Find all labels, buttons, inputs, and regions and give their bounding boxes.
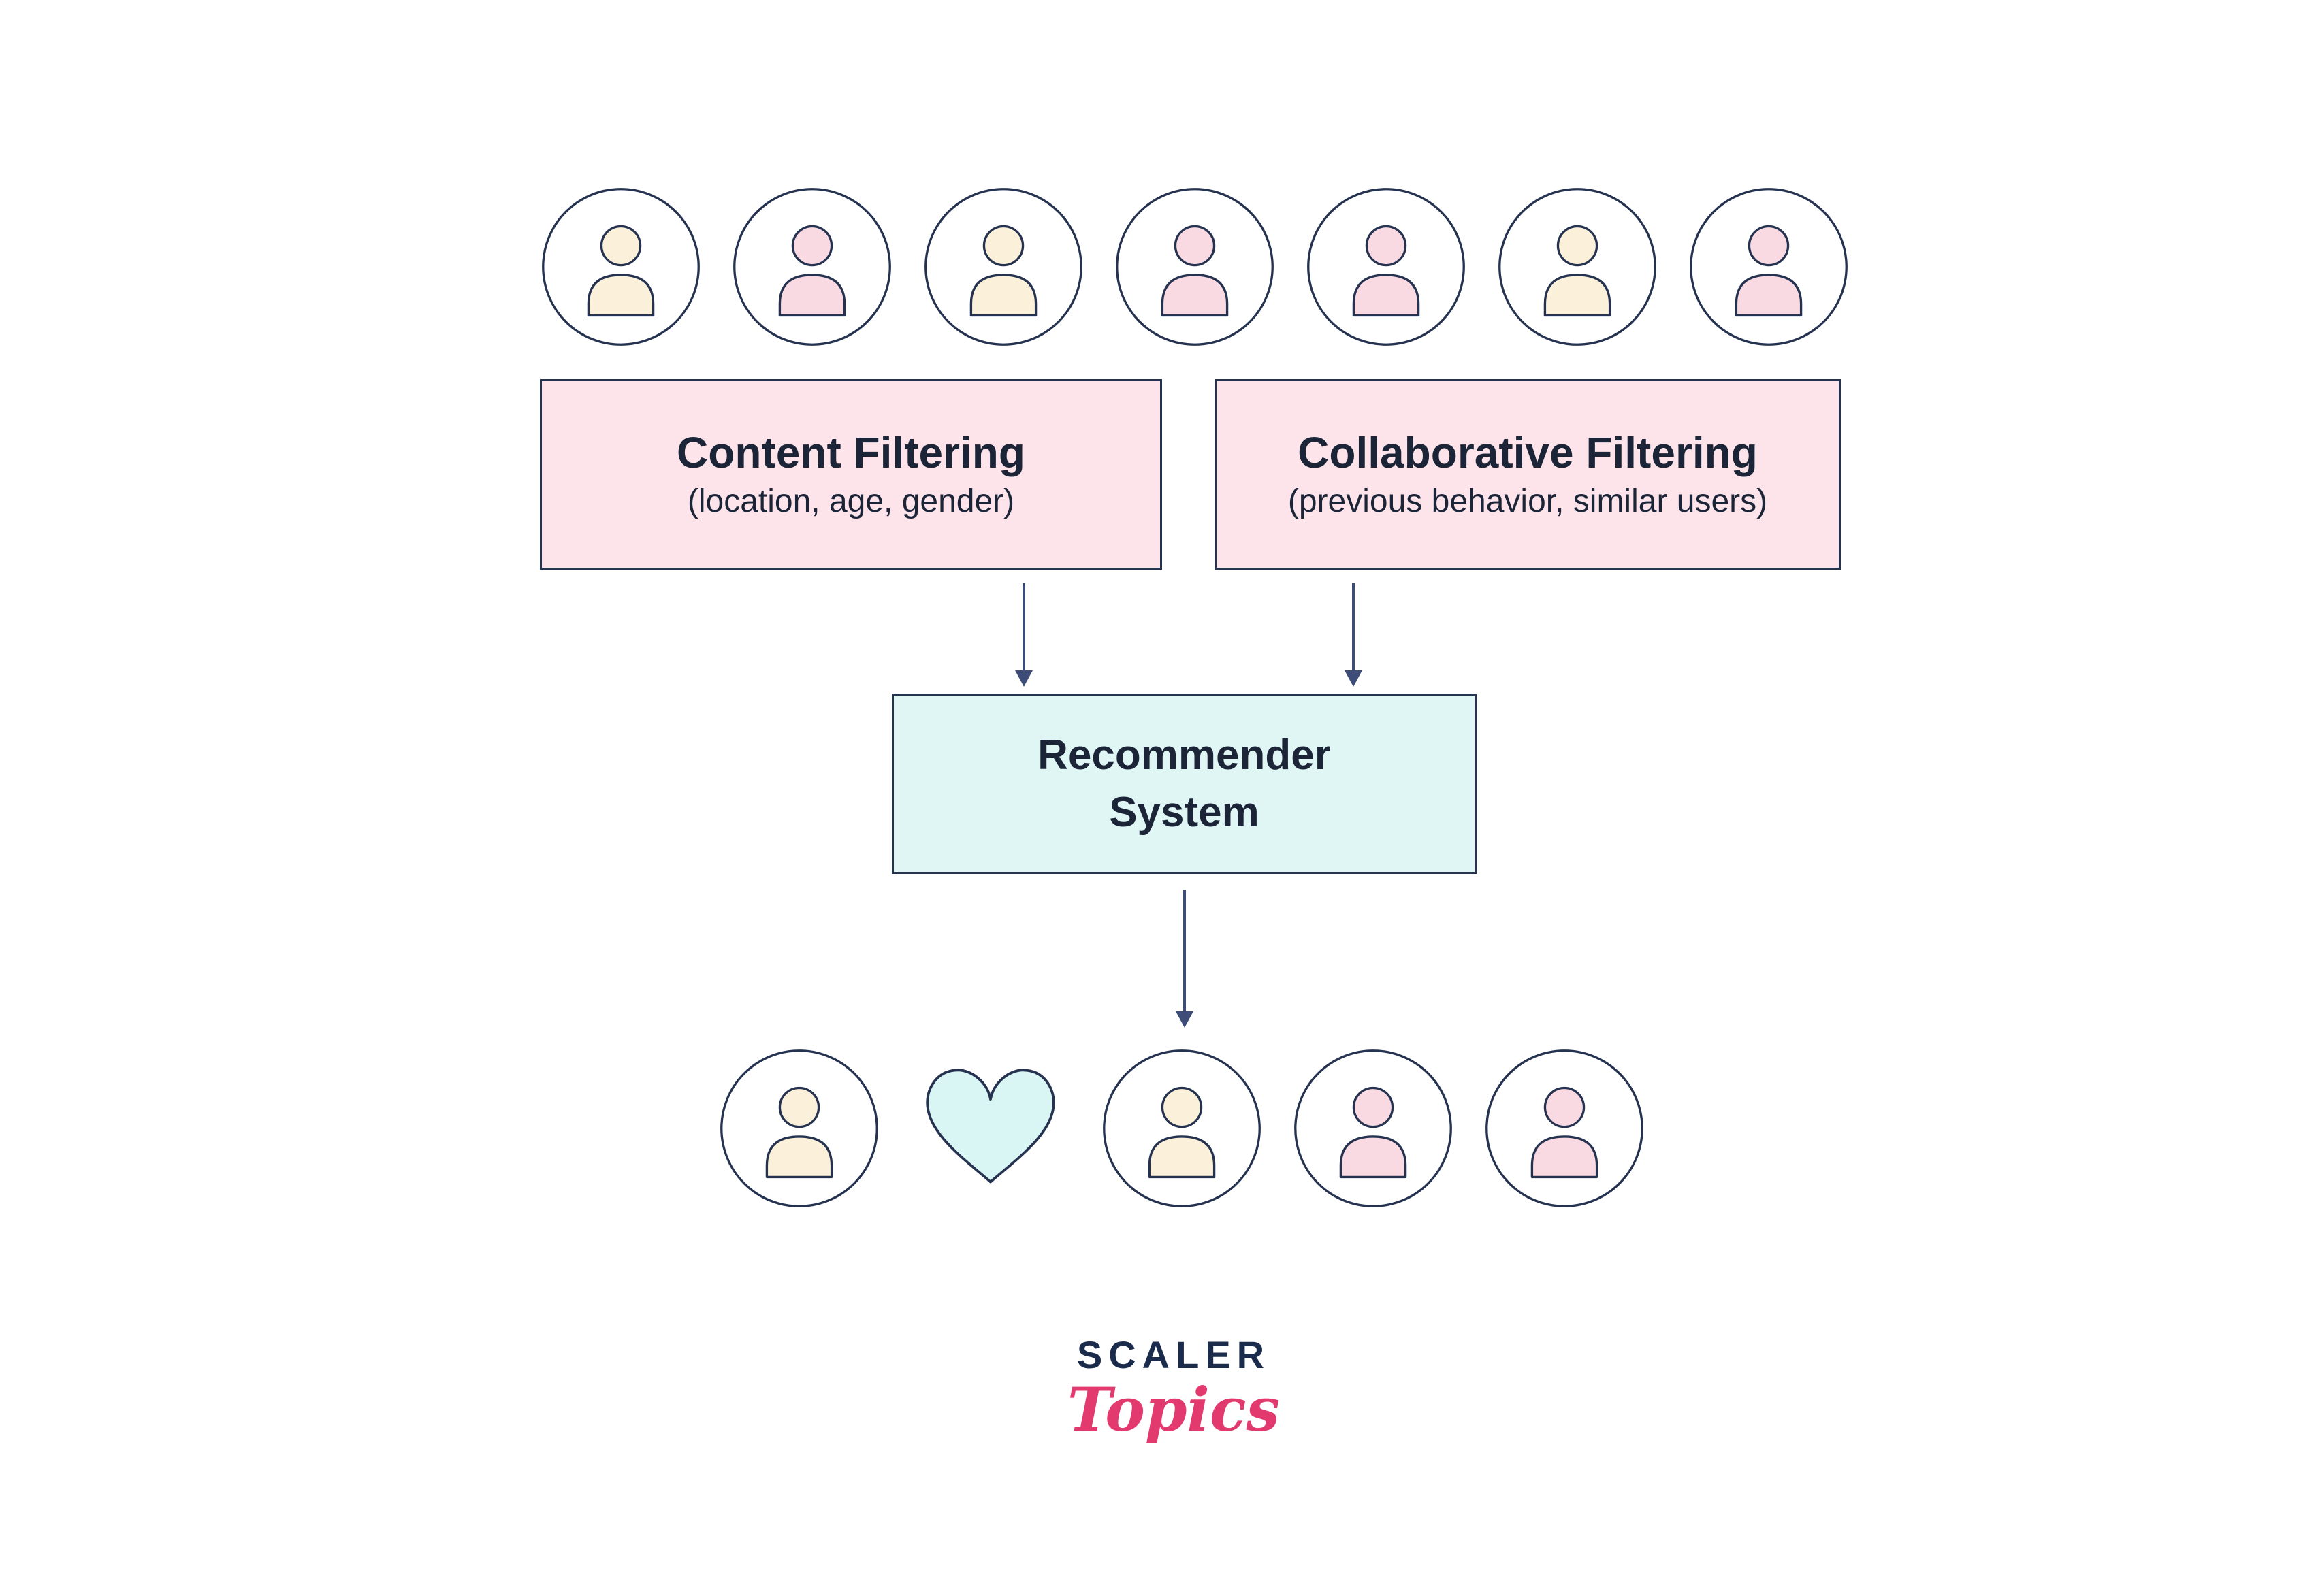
scaler-topics-logo: SCALER Topics xyxy=(969,1333,1378,1441)
collaborative-filtering-box: Collaborative Filtering (previous behavi… xyxy=(1215,379,1841,570)
heart-graphic xyxy=(926,1069,1055,1184)
top-users-row xyxy=(540,186,1850,348)
recommender-system-box: Recommender System xyxy=(892,694,1477,874)
user-avatar-graphic xyxy=(720,1049,878,1207)
content-filtering-subtitle: (location, age, gender) xyxy=(687,483,1015,519)
user-avatar-graphic xyxy=(1690,188,1848,346)
user-icon xyxy=(540,186,702,348)
user-icon xyxy=(1496,186,1658,348)
scaler-wordmark: SCALER xyxy=(1076,1333,1271,1376)
user-avatar-graphic xyxy=(1294,1049,1452,1207)
user-icon xyxy=(1101,1047,1263,1209)
user-avatar-graphic xyxy=(542,188,700,346)
collaborative-filtering-title: Collaborative Filtering xyxy=(1298,428,1758,478)
user-avatar-graphic xyxy=(1103,1049,1261,1207)
user-icon xyxy=(1483,1047,1645,1209)
user-icon xyxy=(1305,186,1467,348)
user-icon xyxy=(731,186,893,348)
user-icon xyxy=(1114,186,1276,348)
user-avatar-graphic xyxy=(1485,1049,1643,1207)
collaborative-filtering-subtitle: (previous behavior, similar users) xyxy=(1287,483,1768,519)
user-icon xyxy=(1292,1047,1454,1209)
user-avatar-graphic xyxy=(924,188,1082,346)
user-icon xyxy=(1688,186,1850,348)
user-avatar-graphic xyxy=(733,188,891,346)
user-icon xyxy=(718,1047,880,1209)
topics-wordmark: Topics xyxy=(1067,1374,1281,1445)
user-avatar-graphic xyxy=(1498,188,1656,346)
recommender-system-title-line2: System xyxy=(1109,788,1259,836)
heart-icon xyxy=(910,1047,1072,1209)
user-avatar-graphic xyxy=(1116,188,1274,346)
arrow-content-to-recommender xyxy=(1023,583,1025,670)
content-filtering-title: Content Filtering xyxy=(677,428,1025,478)
arrow-recommender-to-users xyxy=(1183,890,1186,1011)
arrow-collaborative-to-recommender xyxy=(1352,583,1355,670)
recommended-users-row xyxy=(718,1047,1645,1209)
user-icon xyxy=(922,186,1084,348)
recommender-system-title-line1: Recommender xyxy=(1038,731,1331,779)
content-filtering-box: Content Filtering (location, age, gender… xyxy=(540,379,1162,570)
user-avatar-graphic xyxy=(1307,188,1465,346)
